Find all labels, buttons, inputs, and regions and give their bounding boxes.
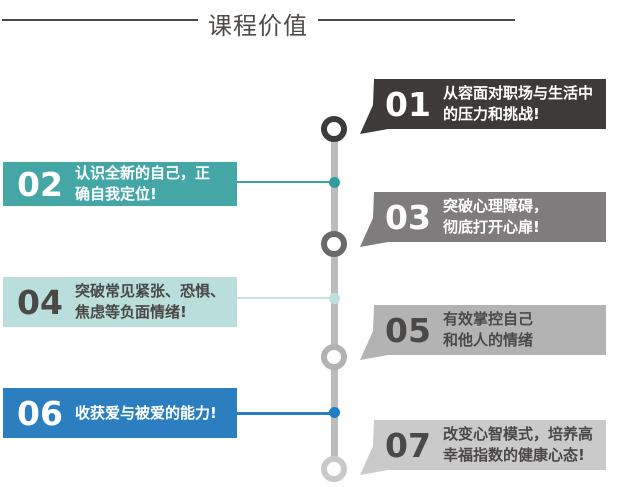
item-text-line2: 焦虑等负面情绪! <box>74 303 187 321</box>
item-number: 04 <box>17 282 63 322</box>
item-text: 认识全新的自己，正 确自我定位! <box>75 163 210 205</box>
item-text: 从容面对职场与生活中 的压力和挑战! <box>443 83 593 125</box>
item-text: 收获爱与被爱的能力! <box>75 403 217 424</box>
page-title: 课程价值 <box>208 12 308 40</box>
value-item-07: 07 改变心智模式，培养高 幸福指数的健康心态! <box>360 420 606 475</box>
item-text-line2: 确自我定位! <box>74 185 157 203</box>
value-item-03: 03 突破心理障碍， 彻底打开心扉! <box>360 192 606 247</box>
value-item-01: 01 从容面对职场与生活中 的压力和挑战! <box>360 79 606 134</box>
timeline-node-03 <box>321 231 347 257</box>
item-number: 01 <box>385 84 431 124</box>
timeline-dot-02 <box>329 177 340 188</box>
item-text: 有效掌控自己 和他人的情绪 <box>443 309 533 351</box>
item-number: 02 <box>17 164 63 204</box>
value-item-02: 02 认识全新的自己，正 确自我定位! <box>3 162 237 206</box>
item-text-line1: 认识全新的自己，正 <box>74 164 210 182</box>
item-text-line1: 有效掌控自己 <box>442 310 533 328</box>
value-item-04: 04 突破常见紧张、恐惧、 焦虑等负面情绪! <box>3 277 237 327</box>
item-text: 突破心理障碍， 彻底打开心扉! <box>443 196 548 238</box>
connector-item-02 <box>236 181 332 183</box>
item-number: 03 <box>385 197 431 237</box>
item-text-line1: 突破常见紧张、恐惧、 <box>74 282 225 300</box>
item-text-line2: 彻底打开心扉! <box>442 218 540 236</box>
connector-item-06 <box>236 412 332 415</box>
timeline-node-07 <box>321 456 347 482</box>
item-text-line1: 突破心理障碍， <box>442 197 548 215</box>
timeline-node-01 <box>321 116 347 142</box>
item-text: 突破常见紧张、恐惧、 焦虑等负面情绪! <box>75 281 225 323</box>
value-item-05: 05 有效掌控自己 和他人的情绪 <box>360 305 606 360</box>
item-text-line2: 的压力和挑战! <box>442 105 540 123</box>
item-text-line1: 从容面对职场与生活中 <box>442 84 593 102</box>
item-text-line2: 幸福指数的健康心态! <box>442 446 585 464</box>
connector-item-04 <box>236 297 332 299</box>
title-rule-right <box>318 19 515 21</box>
item-text-line1: 改变心智模式，培养高 <box>442 425 593 443</box>
item-text-line2: 和他人的情绪 <box>442 331 533 349</box>
title-rule-left <box>2 19 198 21</box>
timeline-node-05 <box>321 344 347 370</box>
timeline-dot-06 <box>329 407 340 418</box>
value-item-06: 06 收获爱与被爱的能力! <box>3 388 237 438</box>
item-number: 07 <box>385 425 431 465</box>
timeline-dot-04 <box>329 293 340 304</box>
item-text: 改变心智模式，培养高 幸福指数的健康心态! <box>443 424 593 466</box>
item-number: 06 <box>17 393 63 433</box>
item-text-line1: 收获爱与被爱的能力! <box>74 403 217 422</box>
item-number: 05 <box>385 310 431 350</box>
